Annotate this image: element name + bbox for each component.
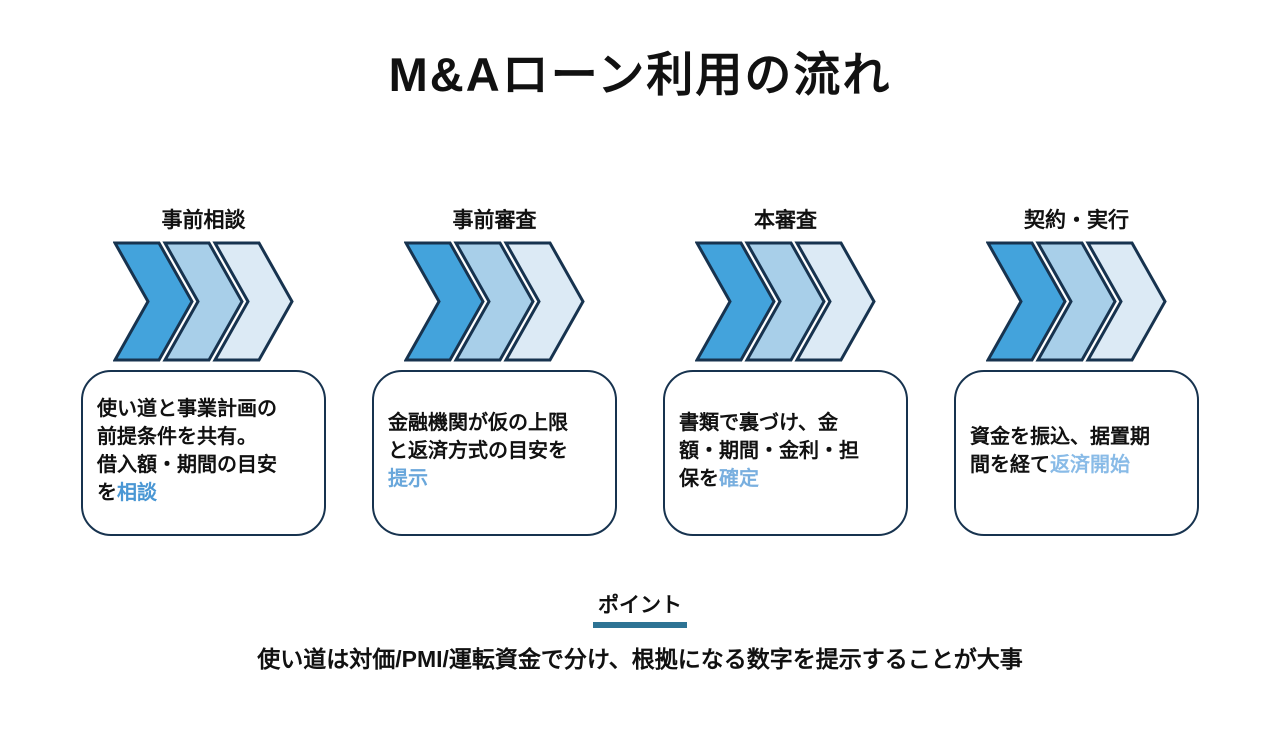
point-note: 使い道は対価/PMI/運転資金で分け、根拠になる数字を提示することが大事 (257, 646, 1023, 672)
step-description-box: 書類で裏づけ、金 額・期間・金利・担 保を確定 (663, 370, 908, 536)
triple-chevron-icon (113, 241, 294, 362)
point-heading-wrap: ポイント (593, 594, 687, 628)
step-label: 事前審査 (452, 209, 537, 232)
triple-chevron-icon (695, 241, 876, 362)
step-description-text: 金融機関が仮の上限 と返済方式の目安を (388, 412, 568, 462)
step-description-box: 使い道と事業計画の 前提条件を共有。 借入額・期間の目安 を相談 (81, 370, 326, 536)
point-underline (593, 622, 687, 628)
point-heading: ポイント (598, 594, 682, 617)
step-description-box: 金融機関が仮の上限 と返済方式の目安を 提示 (372, 370, 617, 536)
step-description: 使い道と事業計画の 前提条件を共有。 借入額・期間の目安 を相談 (97, 395, 277, 507)
step-description: 金融機関が仮の上限 と返済方式の目安を 提示 (388, 409, 568, 493)
step-label: 事前相談 (161, 209, 246, 232)
steps-row: 事前相談 使い道と事業計画の 前提条件を共有。 借入額・期間の目安 を相談 事前… (0, 209, 1280, 536)
triple-chevron-icon (404, 241, 585, 362)
step-highlight-text: 提示 (388, 468, 428, 490)
step-highlight-text: 確定 (719, 468, 759, 490)
step-description-text: 使い道と事業計画の 前提条件を共有。 借入額・期間の目安 を (97, 398, 277, 504)
triple-chevron-icon (986, 241, 1167, 362)
point-section: ポイント 使い道は対価/PMI/運転資金で分け、根拠になる数字を提示することが大… (0, 594, 1280, 674)
step-description-box: 資金を振込、据置期 間を経て返済開始 (954, 370, 1199, 536)
step-highlight-text: 相談 (117, 482, 157, 504)
step-column-1: 事前相談 使い道と事業計画の 前提条件を共有。 借入額・期間の目安 を相談 (81, 209, 326, 536)
step-column-2: 事前審査 金融機関が仮の上限 と返済方式の目安を 提示 (372, 209, 617, 536)
step-label: 契約・実行 (1024, 209, 1129, 232)
step-description-text: 資金を振込、据置期 間を経て (970, 426, 1150, 476)
step-highlight-text: 返済開始 (1050, 454, 1130, 476)
step-column-4: 契約・実行 資金を振込、据置期 間を経て返済開始 (954, 209, 1199, 536)
step-description: 資金を振込、据置期 間を経て返済開始 (970, 423, 1150, 479)
step-label: 本審査 (754, 209, 817, 232)
step-column-3: 本審査 書類で裏づけ、金 額・期間・金利・担 保を確定 (663, 209, 908, 536)
step-description-text: 書類で裏づけ、金 額・期間・金利・担 保を (679, 412, 859, 490)
page-title: M&Aローン利用の流れ (388, 48, 892, 101)
step-description: 書類で裏づけ、金 額・期間・金利・担 保を確定 (679, 409, 859, 493)
